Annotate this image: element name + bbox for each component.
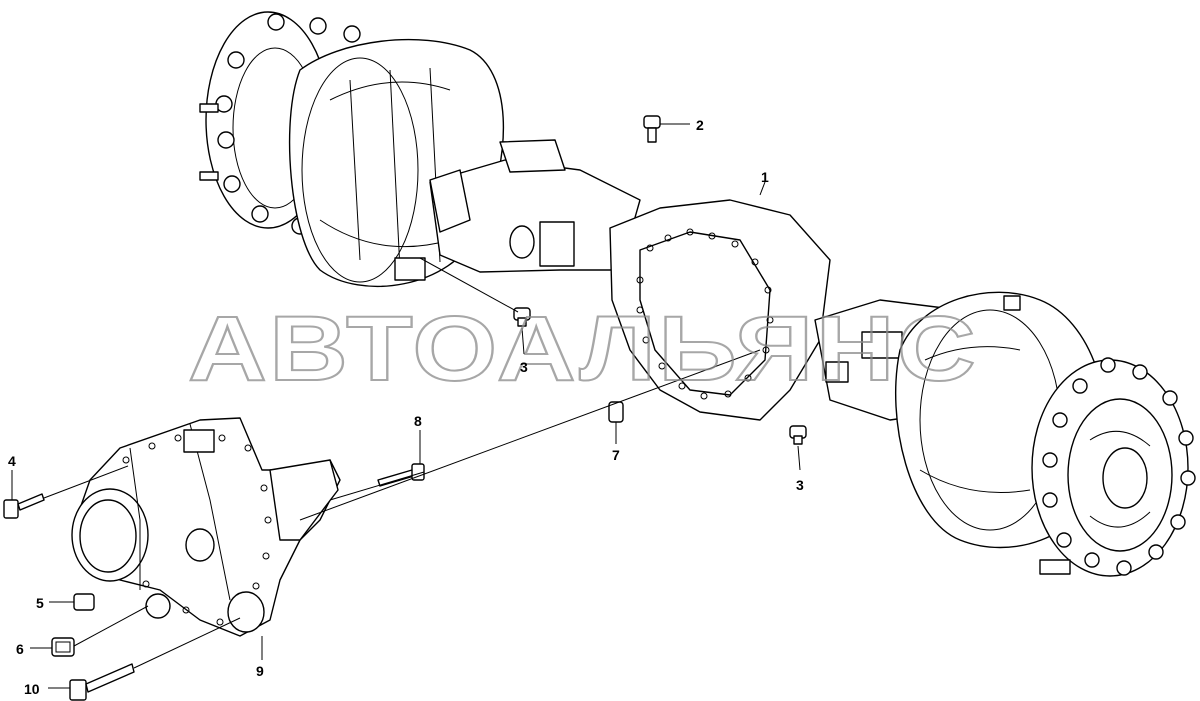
differential-carrier-9 [71,417,341,637]
callout-9: 9 [256,663,264,679]
callout-8: 8 [414,413,422,429]
nut-5 [73,593,95,611]
bolt-4 [3,493,45,519]
drain-plug-3-right [789,425,807,445]
callout-1: 1 [761,169,769,185]
callout-7: 7 [612,447,620,463]
watermark-text: АВТОАЛЬЯНС [188,298,978,400]
nut-6 [51,637,75,657]
callout-3-right: 3 [796,477,804,493]
callout-labels: 1 2 3 3 4 5 6 7 8 9 10 [8,117,804,697]
breather-valve-2 [643,115,661,143]
leader-lines [11,123,801,689]
right-wheel-hub [894,291,1196,577]
callout-10: 10 [24,681,40,697]
callout-4: 4 [8,453,16,469]
callout-5: 5 [36,595,44,611]
callout-3-left: 3 [520,359,528,375]
bolt-10 [69,663,135,701]
drain-plug-3-left [513,307,531,327]
callout-6: 6 [16,641,24,657]
callout-2: 2 [696,117,704,133]
